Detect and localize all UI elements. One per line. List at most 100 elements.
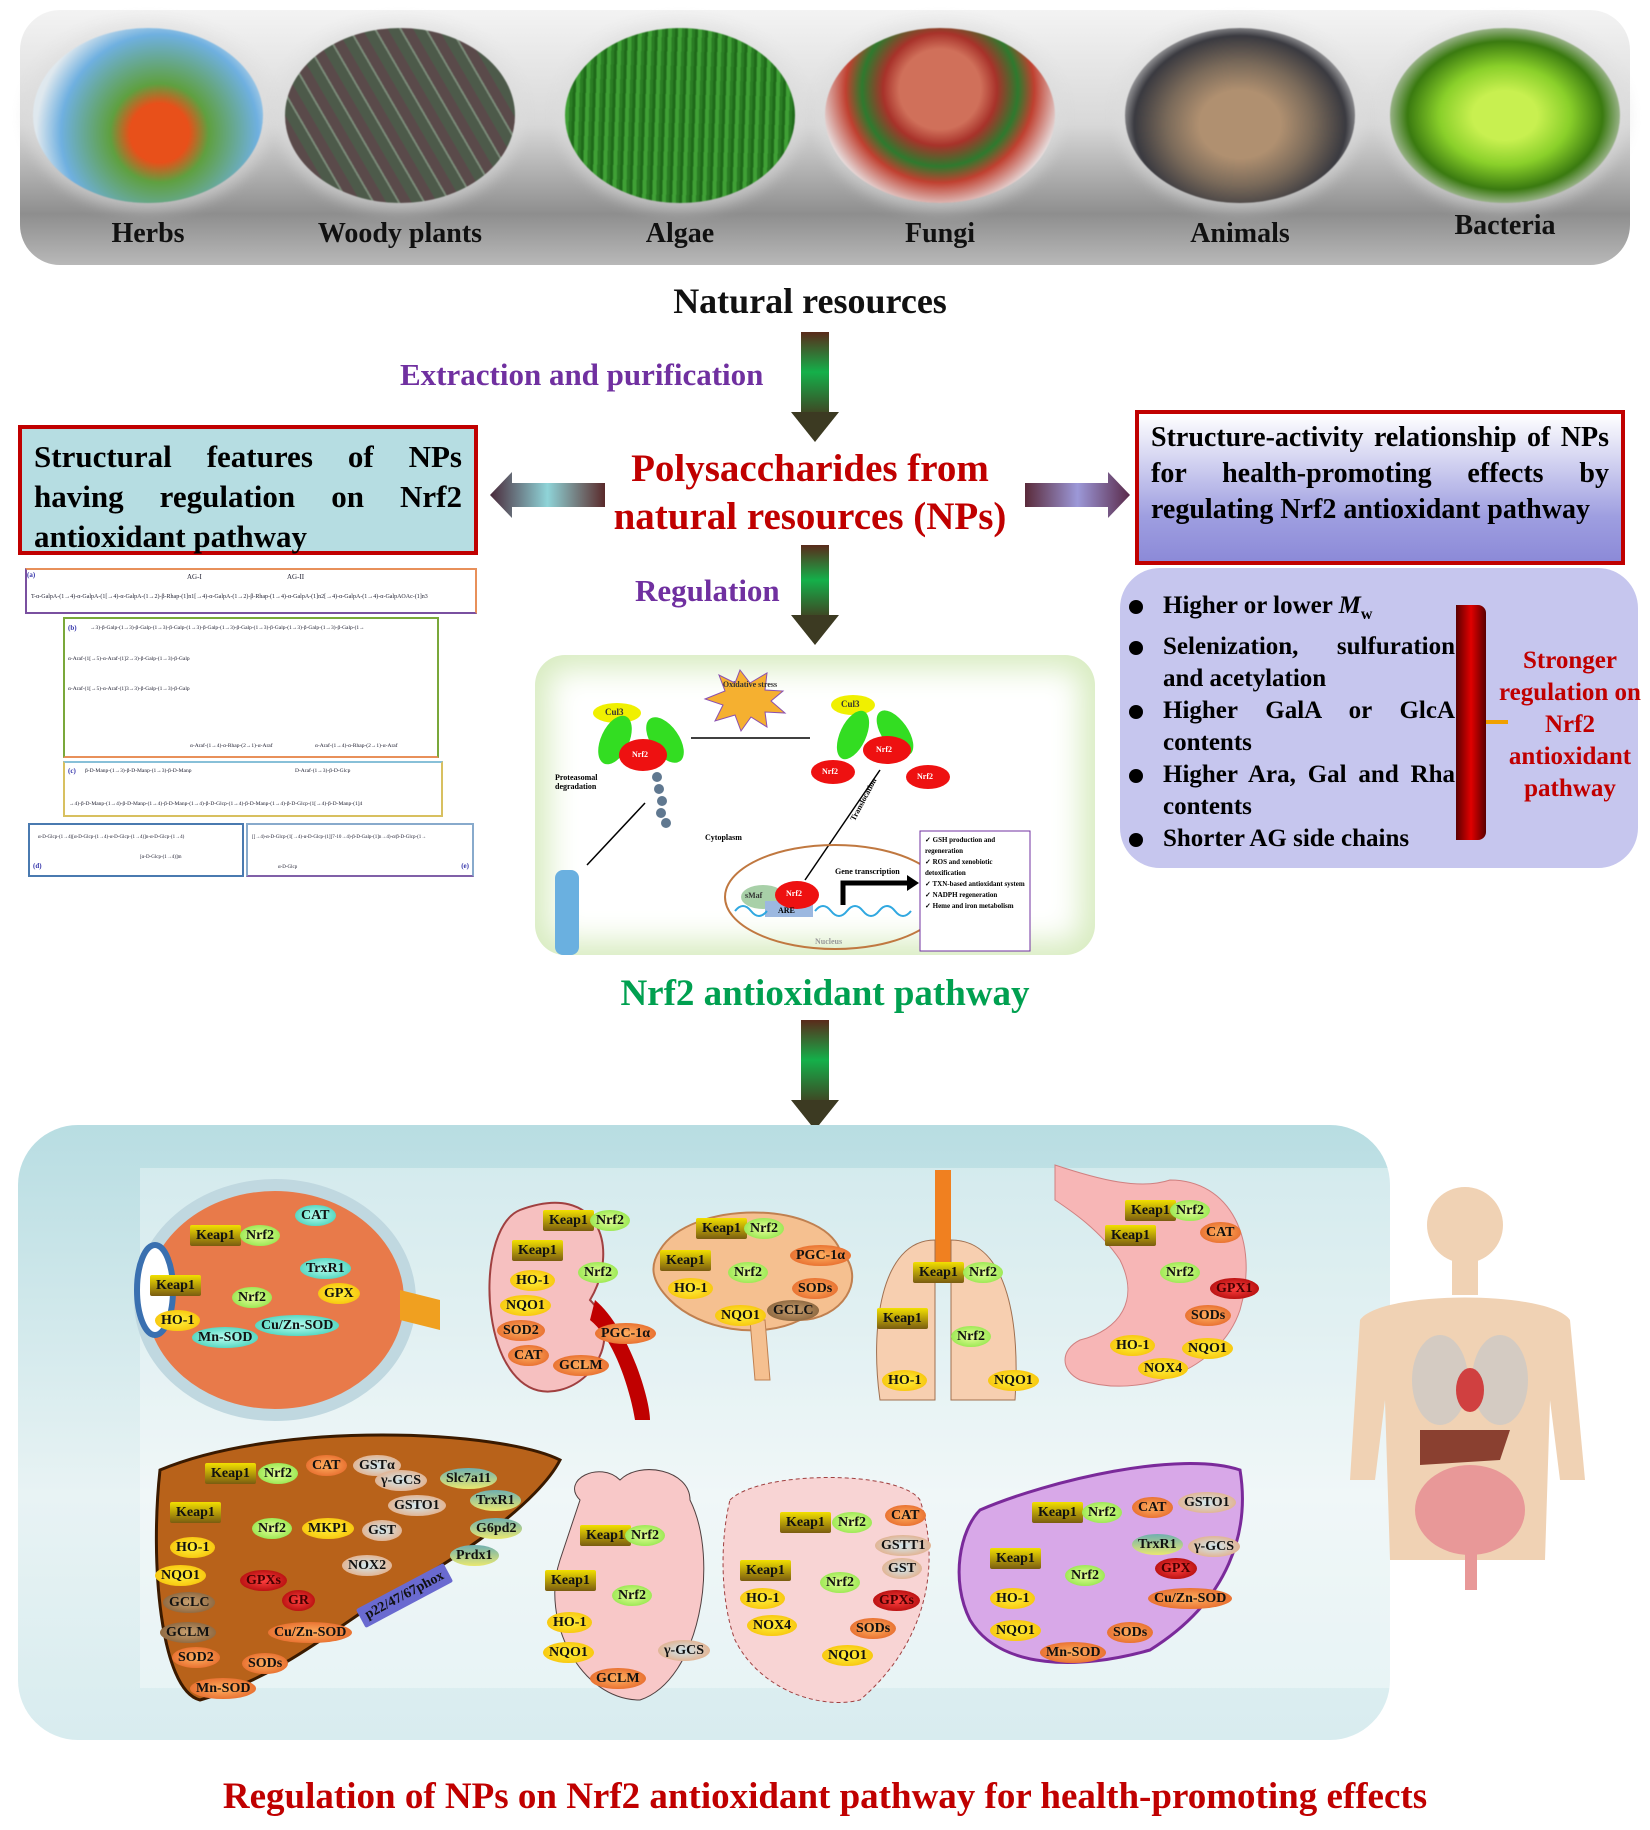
panel-tag: (e) xyxy=(461,862,469,870)
intestine-gene-label: Keap1 xyxy=(740,1560,791,1581)
nrf2-shape xyxy=(775,881,819,909)
goji-berry-image xyxy=(33,28,263,203)
eye-gene-label: Nrf2 xyxy=(240,1225,280,1246)
liver-gene-label: GPXs xyxy=(240,1570,287,1591)
nps-title-line1: Polysaccharides from xyxy=(631,447,989,490)
spleen-gene-label: GSTO1 xyxy=(1178,1492,1236,1513)
source-bacteria: Bacteria xyxy=(1390,28,1620,241)
human-body-illustration xyxy=(1350,1187,1585,1590)
nrf2-shape xyxy=(811,760,855,784)
nrf2-label: Nrf2 xyxy=(917,772,933,781)
down-arrow-effects xyxy=(791,1020,839,1130)
liver-gene-label: SOD2 xyxy=(172,1647,220,1668)
ub-chain xyxy=(661,818,671,828)
sar-bullet: Higher or lower Mw xyxy=(1125,590,1455,631)
are-label: ARE xyxy=(778,906,795,915)
intestine-gene-label: CAT xyxy=(885,1505,926,1526)
intestine-gene-label: SODs xyxy=(850,1618,897,1639)
keap1-shape xyxy=(836,710,870,760)
liver-gene-label: TrxR1 xyxy=(470,1490,521,1511)
kidney-gene-label: Keap1 xyxy=(543,1210,594,1231)
ag2-label: AG-II xyxy=(287,573,305,581)
nrf2-shape xyxy=(619,739,667,771)
transcription-arrow xyxy=(840,880,908,905)
bullet-icon xyxy=(1129,600,1143,614)
intestine-gene-label: NOX4 xyxy=(747,1615,798,1636)
ub-chain xyxy=(656,808,666,818)
cul3-shape xyxy=(593,703,641,723)
natural-resources-title: Natural resources xyxy=(673,281,947,321)
liver-gene-label: Nrf2 xyxy=(252,1518,292,1539)
stomach-gene-label: SODs xyxy=(1185,1305,1232,1326)
structure-panel-e: [[→4)-α-D-Glcp-(1[→4)-α-D-Glcp-(1]]7-10→… xyxy=(246,823,474,877)
kidney-gene-label: SOD2 xyxy=(497,1320,545,1341)
liver-gene-label: HO-1 xyxy=(170,1537,216,1558)
outcome-list: ✓ GSH production and regeneration ✓ ROS … xyxy=(925,835,1025,912)
intestine-gene-label: Nrf2 xyxy=(832,1512,872,1533)
eye-gene-label: Mn-SOD xyxy=(192,1327,259,1348)
stomach-gene-label: Nrf2 xyxy=(1170,1200,1210,1221)
spleen-gene-label: Cu/Zn-SOD xyxy=(1148,1588,1233,1609)
green-bacteria-image xyxy=(1390,28,1620,203)
spleen-gene-label: Nrf2 xyxy=(1082,1502,1122,1523)
nrf2-shape xyxy=(863,736,911,764)
outcome-box xyxy=(919,830,1031,952)
liver-gene-label: Mn-SOD xyxy=(190,1678,257,1699)
nrf2-label: Nrf2 xyxy=(786,889,802,898)
heart-gene-label: GCLM xyxy=(590,1668,646,1689)
liver-gene-label: GSTO1 xyxy=(388,1495,446,1516)
spleen-gene-label: Keap1 xyxy=(990,1548,1041,1569)
intestine-gene-label: Nrf2 xyxy=(820,1572,860,1593)
formula-text: [[→4)-α-D-Glcp-(1[→4)-α-D-Glcp-(1]]7-10→… xyxy=(252,835,427,840)
intestine-gene-label: GPXs xyxy=(873,1590,920,1611)
bullet-icon xyxy=(1129,769,1143,783)
down-arrow-extraction xyxy=(791,332,839,442)
kidney-gene-label: CAT xyxy=(508,1345,549,1366)
stomach-gene-label: Nrf2 xyxy=(1160,1262,1200,1283)
source-label: Animals xyxy=(1190,218,1290,249)
formula-text: α-Araf-(1[→5)-α-Araf-(1]2→3)-β-Galp-(1→3… xyxy=(68,656,190,662)
heart-gene-label: Keap1 xyxy=(545,1570,596,1591)
brain-gene-label: NQO1 xyxy=(715,1305,766,1326)
cul3-label: Cul3 xyxy=(605,707,624,717)
eye-gene-label: Nrf2 xyxy=(232,1287,272,1308)
liver-gene-label: NOX2 xyxy=(342,1555,393,1576)
pathway-title: Nrf2 antioxidant pathway xyxy=(620,973,1030,1014)
structure-panel-b: (b) →3)-β-Galp-(1→3)-β-Galp-(1→3)-β-Galp… xyxy=(63,617,439,758)
jewel-orchid-leaves-image xyxy=(285,28,515,203)
eye-gene-label: HO-1 xyxy=(155,1310,201,1331)
nucleus-label: Nucleus xyxy=(815,937,843,946)
stomach-gene-label: GPX1 xyxy=(1210,1278,1259,1299)
liver-gene-label: Keap1 xyxy=(205,1463,256,1484)
nrf2-label: Nrf2 xyxy=(822,767,838,776)
formula-text: D-Araf-(1→3)-β-D-Glcp xyxy=(295,768,351,774)
source-label: Algae xyxy=(645,218,715,249)
ub-chain xyxy=(652,772,662,782)
source-label: Fungi xyxy=(904,218,976,249)
panel-tag: (b) xyxy=(68,624,77,632)
kidney-gene-label: Keap1 xyxy=(512,1240,563,1261)
intestine-gene-label: NQO1 xyxy=(822,1645,873,1666)
liver-gene-label: CAT xyxy=(306,1455,347,1476)
brain-gene-label: PGC-1α xyxy=(790,1245,852,1266)
outcome-item: ✓ NADPH regeneration xyxy=(925,891,998,899)
formula-text: α-Araf-(1→4)-α-Rhap-(2→1)-α-Araf xyxy=(315,743,398,749)
green-algae-image xyxy=(565,28,795,203)
eye-gene-label: Keap1 xyxy=(190,1225,241,1246)
ub-chain xyxy=(657,796,667,806)
brain-gene-label: HO-1 xyxy=(668,1278,714,1299)
eye-gene-label: TrxR1 xyxy=(300,1258,351,1279)
smaf-label: sMaf xyxy=(745,891,763,900)
liver-gene-label: Nrf2 xyxy=(258,1463,298,1484)
kidney-gene-label: Nrf2 xyxy=(578,1262,618,1283)
bracket-pointer xyxy=(1486,720,1508,724)
kidney-gene-label: GCLM xyxy=(553,1355,609,1376)
structure-panel-d: α-D-Glcp-(1→4)[α-D-Glcp-(1→4)-α-D-Glcp-(… xyxy=(28,823,244,877)
formula-text: β-D-Manp-(1→3)-β-D-Manp-(1→3)-β-D-Manp xyxy=(85,768,192,774)
nrf2-pathway-diagram: Cul3 Cul3 Nrf2 Nrf2 Nrf2 Nrf2 Nrf2 Oxida… xyxy=(535,655,1095,955)
source-algae: Algae xyxy=(565,28,795,249)
spleen-shape xyxy=(957,1462,1244,1664)
intestine-gene-label: GSTT1 xyxy=(875,1535,932,1556)
sar-bullet-list: Higher or lower Mw Selenization, sulfura… xyxy=(1125,590,1455,855)
